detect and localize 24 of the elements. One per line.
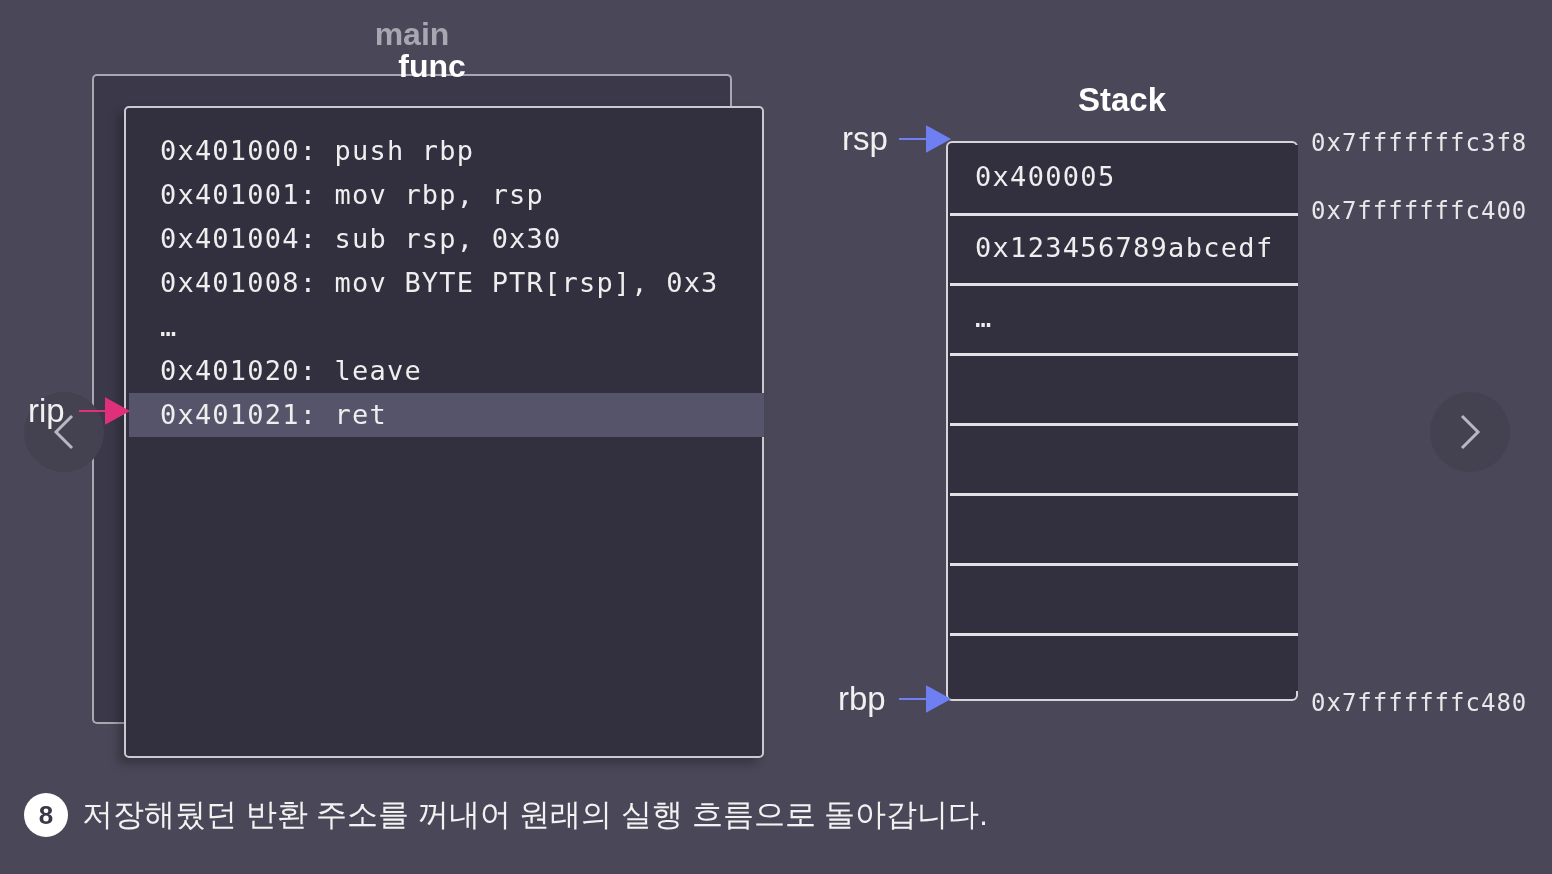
code-line: 0x401008: mov BYTE PTR[rsp], 0x3 xyxy=(129,261,764,305)
stack-cell xyxy=(950,563,1298,633)
stack-cell xyxy=(950,633,1298,691)
pointer-arrow xyxy=(898,686,952,712)
stack-cell: … xyxy=(950,283,1298,353)
code-line: 0x401000: push rbp xyxy=(129,129,764,173)
code-line: 0x401020: leave xyxy=(129,349,764,393)
code-line: 0x401001: mov rbp, rsp xyxy=(129,173,764,217)
code-line: … xyxy=(129,305,764,349)
stack-cell xyxy=(950,423,1298,493)
stack-cell xyxy=(950,493,1298,563)
address-label: 0x7fffffffc480 xyxy=(1311,688,1528,719)
stack-title: Stack xyxy=(1076,81,1168,119)
address-label: 0x7fffffffc3f8 xyxy=(1311,128,1528,159)
pointer-arrow xyxy=(898,126,952,152)
pointer-arrow xyxy=(78,398,131,424)
stack-cell: 0x123456789abcedf xyxy=(950,213,1298,283)
caption: 저장해뒀던 반환 주소를 꺼내어 원래의 실행 흐름으로 돌아갑니다. xyxy=(82,796,988,834)
register-label: rbp xyxy=(838,678,896,720)
code-line: 0x401004: sub rsp, 0x30 xyxy=(129,217,764,261)
address-label: 0x7fffffffc400 xyxy=(1311,196,1528,227)
step-number: 8 xyxy=(24,793,68,837)
register-label: rsp xyxy=(842,118,896,160)
stack-cell xyxy=(950,353,1298,423)
